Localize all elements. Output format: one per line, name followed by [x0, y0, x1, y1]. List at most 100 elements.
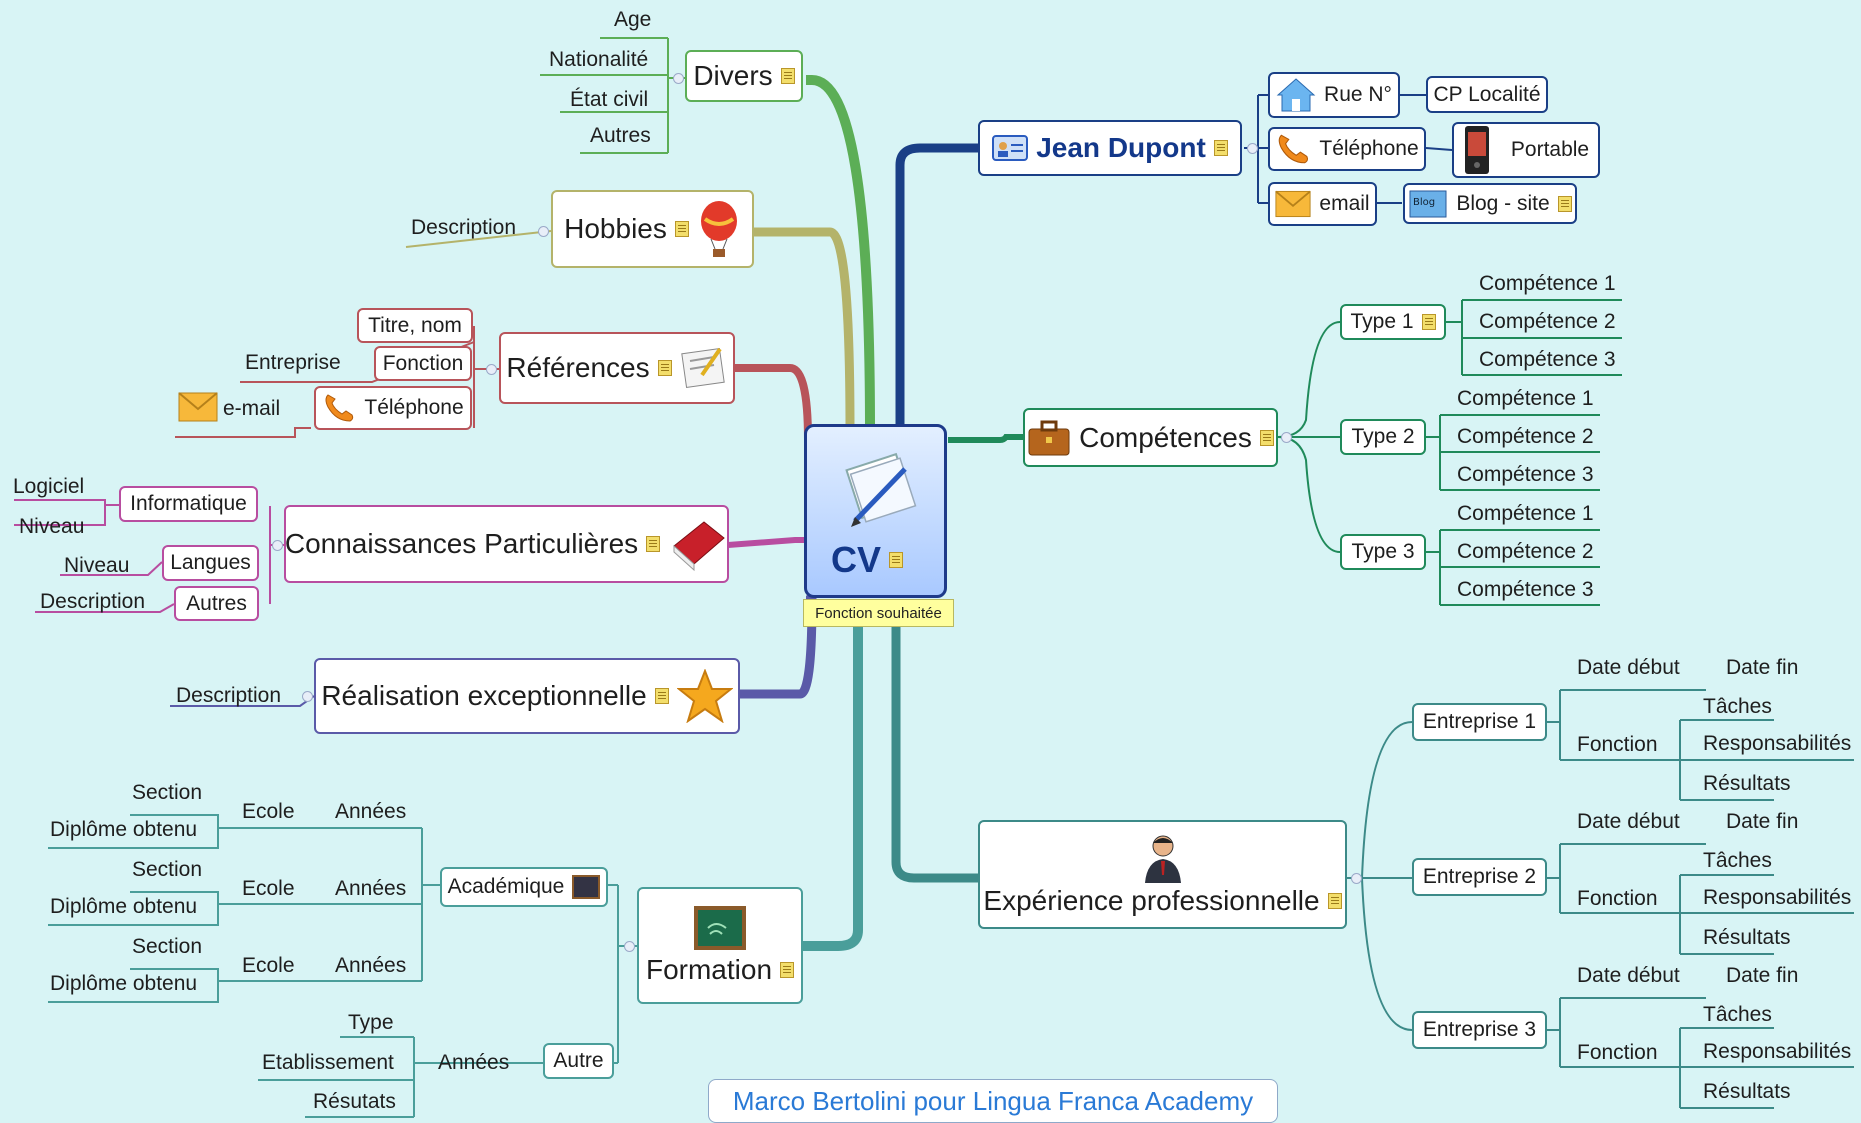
autre-etablissement[interactable]: Etablissement	[262, 1051, 394, 1074]
type2-competence-2[interactable]: Compétence 2	[1457, 425, 1594, 448]
school-1-section[interactable]: Section	[132, 781, 203, 804]
e2-responsabilites[interactable]: Responsabilités	[1703, 886, 1852, 909]
e3-fonction[interactable]: Fonction	[1577, 1041, 1658, 1064]
e1-responsabilites[interactable]: Responsabilités	[1703, 732, 1852, 755]
references-node[interactable]: Références	[499, 332, 735, 404]
hobbies-description[interactable]: Description	[411, 216, 517, 239]
type1-competence-1[interactable]: Compétence 1	[1479, 272, 1616, 295]
school-2-section[interactable]: Section	[132, 858, 203, 881]
realisation-node[interactable]: Réalisation exceptionnelle	[314, 658, 740, 734]
connaissances-langues-niveau[interactable]: Niveau	[64, 554, 130, 577]
contact-blog[interactable]: Blog Blog - site	[1403, 183, 1577, 224]
connaissances-node[interactable]: Connaissances Particulières	[284, 505, 729, 583]
collapse-dot[interactable]	[624, 941, 635, 952]
entreprise-1[interactable]: Entreprise 1	[1412, 703, 1547, 741]
contact-email[interactable]: email	[1268, 182, 1377, 226]
school-3-annees[interactable]: Années	[335, 954, 407, 977]
competence-type-1[interactable]: Type 1	[1340, 304, 1446, 340]
e3-responsabilites[interactable]: Responsabilités	[1703, 1040, 1852, 1063]
e1-taches[interactable]: Tâches	[1703, 695, 1772, 718]
collapse-dot[interactable]	[302, 691, 313, 702]
type2-competence-1[interactable]: Compétence 1	[1457, 387, 1594, 410]
formation-academique[interactable]: Académique	[440, 867, 608, 907]
e3-date-debut[interactable]: Date début	[1577, 964, 1680, 987]
e2-resultats[interactable]: Résultats	[1703, 926, 1791, 949]
e2-taches[interactable]: Tâches	[1703, 849, 1772, 872]
competence-type-3[interactable]: Type 3	[1340, 534, 1426, 570]
experience-node[interactable]: Expérience professionnelle	[978, 820, 1347, 929]
references-telephone[interactable]: Téléphone	[314, 386, 472, 430]
school-3-diplome[interactable]: Diplôme obtenu	[50, 972, 198, 995]
contact-rue[interactable]: Rue N°	[1268, 72, 1400, 118]
formation-autre[interactable]: Autre	[543, 1043, 614, 1079]
autre-annees[interactable]: Années	[438, 1051, 510, 1074]
connaissances-logiciel[interactable]: Logiciel	[13, 475, 85, 498]
e2-date-debut[interactable]: Date début	[1577, 810, 1680, 833]
collapse-dot[interactable]	[1281, 432, 1292, 443]
contact-cp[interactable]: CP Localité	[1426, 76, 1548, 113]
contact-telephone[interactable]: Téléphone	[1268, 127, 1426, 171]
school-2-diplome[interactable]: Diplôme obtenu	[50, 895, 198, 918]
collapse-dot[interactable]	[486, 364, 497, 375]
entreprise-2[interactable]: Entreprise 2	[1412, 858, 1547, 896]
competences-node[interactable]: Compétences	[1023, 408, 1278, 467]
e1-fonction[interactable]: Fonction	[1577, 733, 1658, 756]
competence-type-3-label: Type 3	[1351, 540, 1415, 563]
school-1-annees[interactable]: Années	[335, 800, 407, 823]
connaissances-autres-description[interactable]: Description	[40, 590, 146, 613]
e3-taches[interactable]: Tâches	[1703, 1003, 1772, 1026]
star-icon	[676, 669, 733, 723]
type2-competence-3[interactable]: Compétence 3	[1457, 463, 1594, 486]
collapse-dot[interactable]	[272, 540, 283, 551]
collapse-dot[interactable]	[1247, 143, 1258, 154]
jean-dupont-node[interactable]: Jean Dupont	[978, 120, 1242, 176]
e3-date-fin[interactable]: Date fin	[1726, 964, 1799, 987]
school-3-section[interactable]: Section	[132, 935, 203, 958]
e1-date-debut[interactable]: Date début	[1577, 656, 1680, 679]
references-titre-nom[interactable]: Titre, nom	[357, 308, 473, 343]
formation-node[interactable]: Formation	[637, 887, 803, 1004]
school-2-annees[interactable]: Années	[335, 877, 407, 900]
type1-competence-3[interactable]: Compétence 3	[1479, 348, 1616, 371]
cv-central-node[interactable]: CV	[804, 424, 947, 598]
autre-resultats[interactable]: Résutats	[313, 1090, 396, 1113]
connaissances-niveau[interactable]: Niveau	[19, 515, 85, 538]
divers-node[interactable]: Divers	[685, 50, 803, 102]
entreprise-3[interactable]: Entreprise 3	[1412, 1011, 1547, 1049]
references-fonction[interactable]: Fonction	[374, 346, 472, 381]
school-2-ecole[interactable]: Ecole	[242, 877, 295, 900]
id-card-icon	[992, 135, 1029, 161]
competence-type-2[interactable]: Type 2	[1340, 419, 1426, 455]
school-1-diplome[interactable]: Diplôme obtenu	[50, 818, 198, 841]
footer-credit: Marco Bertolini pour Lingua Franca Acade…	[708, 1079, 1278, 1123]
divers-item-nationalite[interactable]: Nationalité	[549, 48, 649, 71]
contact-portable[interactable]: Portable	[1452, 122, 1600, 178]
divers-item-autres[interactable]: Autres	[590, 124, 651, 147]
collapse-dot[interactable]	[538, 226, 549, 237]
school-3-ecole[interactable]: Ecole	[242, 954, 295, 977]
e1-date-fin[interactable]: Date fin	[1726, 656, 1799, 679]
hobbies-node[interactable]: Hobbies	[551, 190, 754, 268]
type3-competence-3[interactable]: Compétence 3	[1457, 578, 1594, 601]
school-1-ecole[interactable]: Ecole	[242, 800, 295, 823]
type1-competence-2[interactable]: Compétence 2	[1479, 310, 1616, 333]
type3-competence-2[interactable]: Compétence 2	[1457, 540, 1594, 563]
references-email[interactable]: e-mail	[223, 397, 281, 420]
contact-portable-label: Portable	[1510, 138, 1590, 161]
connaissances-informatique[interactable]: Informatique	[119, 486, 258, 522]
realisation-description[interactable]: Description	[176, 684, 282, 707]
e1-resultats[interactable]: Résultats	[1703, 772, 1791, 795]
divers-item-age[interactable]: Age	[614, 8, 652, 31]
autre-type[interactable]: Type	[348, 1011, 394, 1034]
collapse-dot[interactable]	[1351, 873, 1362, 884]
type3-competence-1[interactable]: Compétence 1	[1457, 502, 1594, 525]
e3-resultats[interactable]: Résultats	[1703, 1080, 1791, 1103]
references-entreprise[interactable]: Entreprise	[245, 351, 341, 374]
collapse-dot[interactable]	[673, 73, 684, 84]
connaissances-autres[interactable]: Autres	[174, 586, 259, 621]
e2-fonction[interactable]: Fonction	[1577, 887, 1658, 910]
e2-date-fin[interactable]: Date fin	[1726, 810, 1799, 833]
divers-item-etat-civil[interactable]: État civil	[570, 88, 649, 111]
connaissances-langues[interactable]: Langues	[162, 545, 259, 581]
